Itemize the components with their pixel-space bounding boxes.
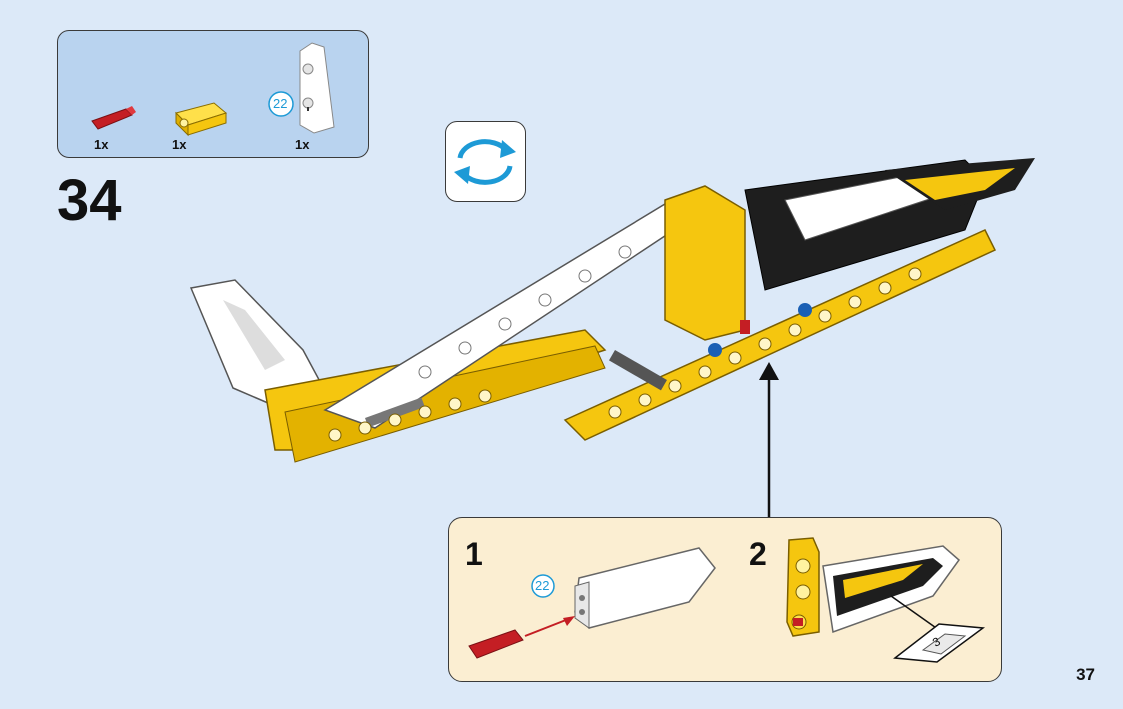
sub-assembly-box: 1 22 2 3: [448, 517, 1002, 682]
callout-circle: [531, 574, 555, 598]
white-panel-part: [299, 42, 335, 134]
parts-list-box: 1x 1x 22 1x: [57, 30, 369, 158]
sub-step-number: 2: [749, 536, 767, 572]
sub-step-number: 1: [465, 536, 483, 572]
step-number: 34: [57, 168, 122, 233]
rotate-model-box: [445, 121, 526, 202]
part-quantity: 1x: [94, 137, 109, 152]
part-quantity: 1x: [172, 137, 187, 152]
assembled-model-illustration: [189, 158, 1035, 463]
yellow-cross-block-part: [175, 102, 228, 137]
callout-circle: [268, 91, 294, 117]
page-number: 37: [1076, 665, 1095, 684]
callout-number: 22: [535, 578, 550, 593]
rotate-arrows-icon: [454, 139, 516, 185]
red-axle-pin-part: [91, 106, 136, 130]
panel-with-block-illustration: [786, 537, 961, 637]
sticker-callout: [890, 595, 986, 663]
part-quantity: 1x: [295, 137, 310, 152]
callout-number: 22: [273, 96, 288, 111]
attach-arrow: [759, 362, 779, 518]
red-pin-insert-illustration: [468, 616, 575, 659]
white-panel-illustration: [574, 547, 716, 629]
